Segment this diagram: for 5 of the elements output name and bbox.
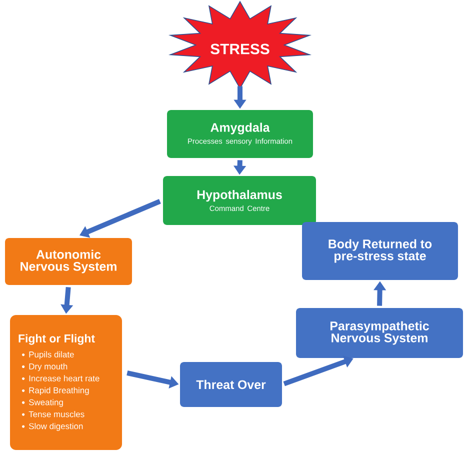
list-box: Fight or Flight Pupils dilate Dry mouth Increase heart rate Rapid Breathing Sweating Tense muscles Slow digestion bbox=[10, 315, 122, 450]
process-box: Body Returned to pre-stress state bbox=[302, 222, 458, 280]
process-box: Threat Over bbox=[180, 362, 282, 407]
process-box: Parasympathetic Nervous System bbox=[296, 308, 463, 358]
process-box: Autonomic Nervous System bbox=[5, 238, 132, 285]
